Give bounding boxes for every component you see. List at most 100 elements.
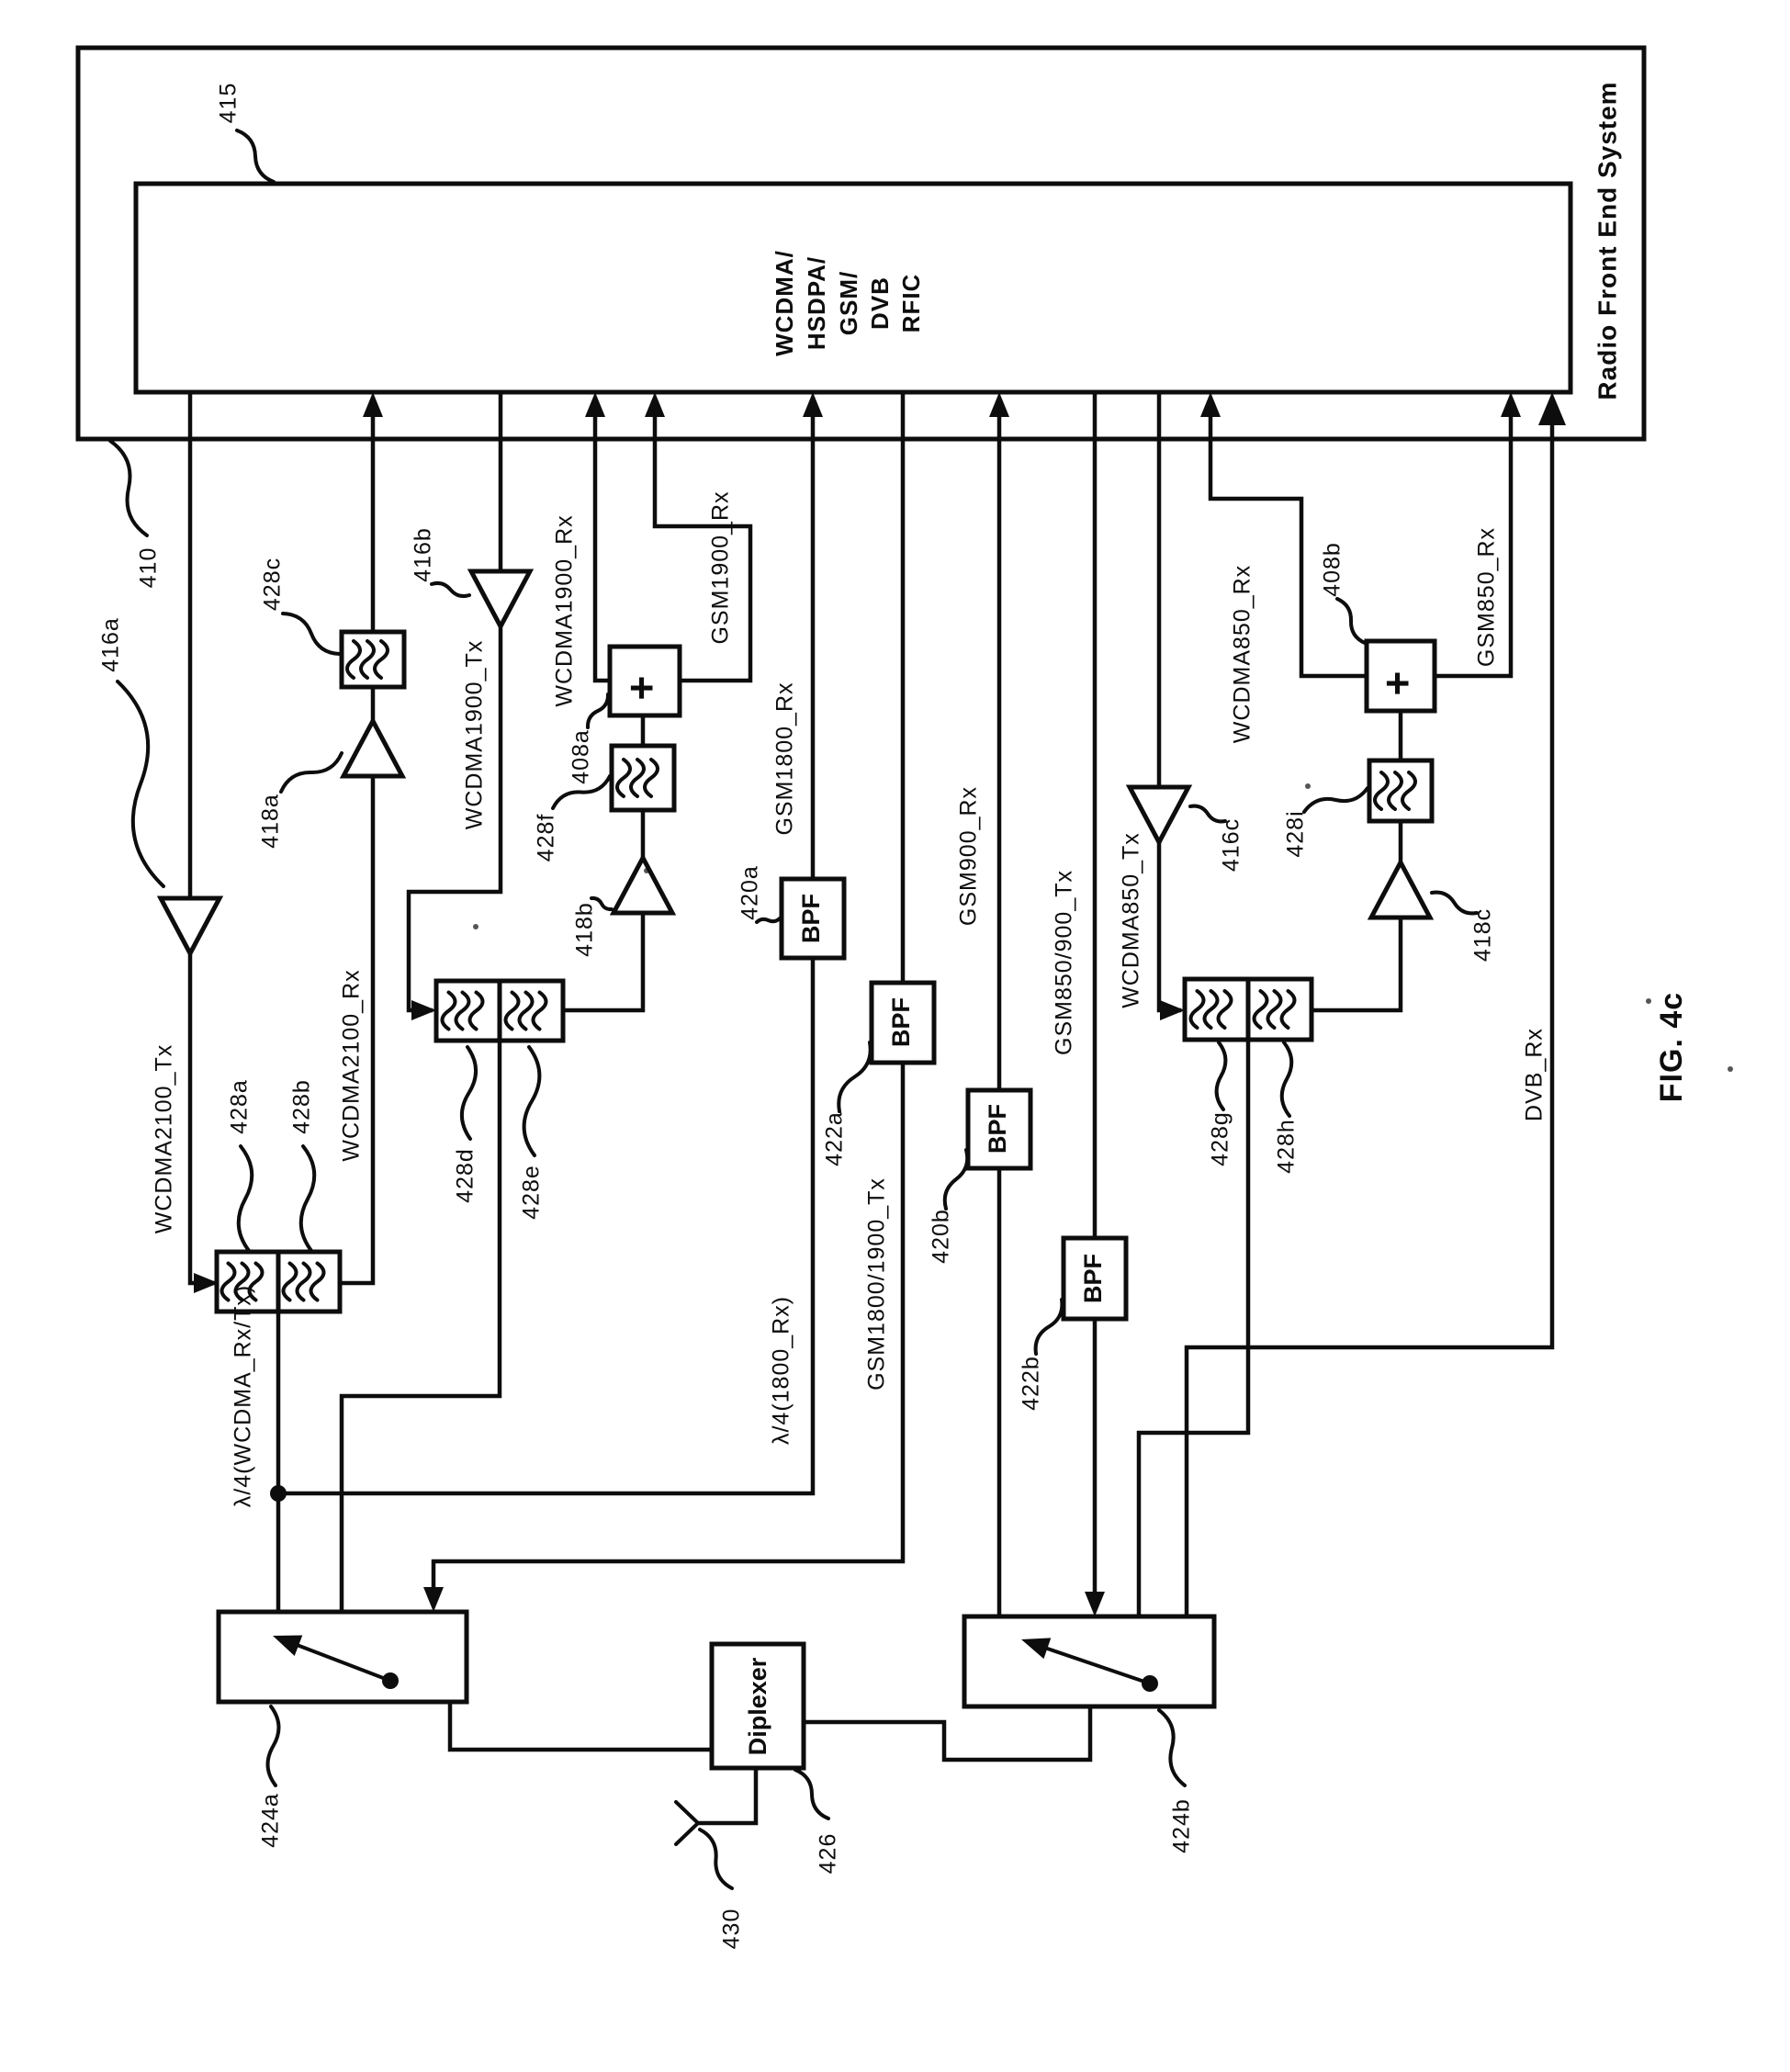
ref-420a: 420a bbox=[737, 865, 763, 920]
ref-424a: 424a bbox=[258, 1793, 284, 1848]
into-428d-arrow-icon bbox=[411, 1000, 436, 1020]
wire-quarter-wave-1800 bbox=[276, 955, 816, 1496]
saw-wave-icon bbox=[454, 990, 471, 1031]
leader-428e bbox=[522, 1045, 542, 1157]
amp-418b bbox=[609, 852, 677, 916]
leader-416c bbox=[1188, 804, 1227, 824]
dvb-rx-arrow-icon bbox=[1538, 392, 1566, 425]
leader-428b bbox=[298, 1144, 317, 1254]
ref-418a: 418a bbox=[258, 794, 284, 849]
saw-wave-icon bbox=[1188, 989, 1206, 1030]
wire-424a-to-diplexer bbox=[447, 1699, 715, 1752]
ref-418b: 418b bbox=[572, 902, 598, 957]
diplexer-label: Diplexer bbox=[744, 1657, 771, 1755]
amp-418c bbox=[1367, 857, 1435, 920]
combiner-408b-plus: + bbox=[1373, 671, 1421, 696]
saw-wave-icon bbox=[220, 1261, 237, 1302]
leader-418a bbox=[279, 751, 343, 794]
leader-408a bbox=[585, 693, 611, 729]
leader-418b bbox=[590, 895, 614, 912]
leader-428f bbox=[551, 774, 612, 810]
into-428a-arrow-icon bbox=[194, 1273, 219, 1293]
leader-418c bbox=[1430, 890, 1479, 916]
filter-428d bbox=[433, 978, 502, 1043]
antenna-icon bbox=[674, 1800, 700, 1846]
leader-428g bbox=[1214, 1041, 1228, 1111]
rfic-label-line2: HSDPA/ bbox=[803, 256, 830, 350]
combiner-408a bbox=[607, 644, 682, 718]
wire-rx1900-chain-low bbox=[560, 910, 646, 1013]
ref-420b: 420b bbox=[929, 1209, 954, 1264]
amp-418a bbox=[339, 715, 407, 779]
system-label: Radio Front End System bbox=[1593, 81, 1621, 400]
signal-dvb-rx: DVB_Rx bbox=[1522, 1028, 1548, 1121]
ref-428h: 428h bbox=[1274, 1119, 1300, 1174]
scan-speck bbox=[1646, 998, 1651, 1004]
saw-wave-icon bbox=[643, 758, 659, 798]
ref-416c: 416c bbox=[1219, 818, 1244, 872]
signal-gsm850-900-tx: GSM850/900_Tx bbox=[1052, 870, 1077, 1055]
leader-428c bbox=[281, 612, 342, 656]
wire-wcdma850-rx-out bbox=[1208, 411, 1369, 679]
ref-428f: 428f bbox=[534, 814, 559, 862]
combiner-408a-plus: + bbox=[617, 676, 665, 701]
leader-428a bbox=[236, 1144, 254, 1254]
wire-rx850-chain-low bbox=[1309, 915, 1403, 1013]
leader-420a bbox=[755, 917, 782, 924]
signal-wcdma1900-tx: WCDMA1900_Tx bbox=[462, 640, 488, 830]
wire-dvb-rx bbox=[1184, 420, 1555, 1619]
ref-428a: 428a bbox=[227, 1079, 253, 1134]
leader-428h bbox=[1279, 1041, 1294, 1118]
ref-428e: 428e bbox=[519, 1165, 545, 1220]
leader-428i bbox=[1302, 786, 1369, 814]
saw-wave-icon bbox=[517, 990, 535, 1031]
gsm900-rx-arrow-icon bbox=[989, 392, 1009, 417]
switch-424b-pole bbox=[1027, 1640, 1152, 1685]
switch-424a bbox=[216, 1609, 469, 1705]
scan-speck bbox=[1305, 783, 1311, 789]
ref-410: 410 bbox=[136, 547, 162, 589]
into-424a-arrow-icon bbox=[423, 1587, 444, 1612]
gsm1800-rx-arrow-icon bbox=[803, 392, 823, 417]
saw-wave-icon bbox=[281, 1261, 298, 1302]
signal-quarter-wave-wcdma: λ/4(WCDMA_Rx/Tx) bbox=[231, 1285, 256, 1507]
signal-quarter-wave-1800: λ/4(1800_Rx) bbox=[769, 1296, 794, 1445]
leader-430 bbox=[698, 1828, 734, 1890]
wire-diplexer-to-424b bbox=[801, 1704, 1093, 1762]
scan-speck bbox=[1728, 1066, 1733, 1072]
saw-wave-icon bbox=[295, 1261, 312, 1302]
signal-wcdma2100-tx: WCDMA2100_Tx bbox=[152, 1044, 177, 1234]
wcdma2100-rx-arrow-icon bbox=[363, 392, 383, 417]
leader-422a bbox=[837, 1041, 872, 1113]
leader-415 bbox=[235, 129, 276, 184]
leader-428d bbox=[459, 1045, 478, 1141]
wire-wcdma1900-common bbox=[339, 1038, 502, 1615]
bpf-420b-label: BPF bbox=[984, 1104, 1011, 1154]
rfic-box bbox=[133, 181, 1573, 395]
ref-418c: 418c bbox=[1470, 908, 1496, 962]
ref-408b: 408b bbox=[1320, 542, 1345, 597]
signal-wcdma1900-rx: WCDMA1900_Rx bbox=[552, 514, 578, 706]
bpf-420a-label: BPF bbox=[797, 894, 825, 943]
bpf-422b-label: BPF bbox=[1079, 1254, 1107, 1303]
wcdma1900-rx-arrow-icon bbox=[585, 392, 605, 417]
leader-410 bbox=[108, 439, 149, 537]
wcdma850-rx-arrow-icon bbox=[1200, 392, 1221, 417]
saw-wave-icon bbox=[1373, 771, 1390, 811]
signal-wcdma850-rx: WCDMA850_Rx bbox=[1230, 565, 1255, 743]
signal-gsm850-rx: GSM850_Rx bbox=[1474, 527, 1500, 667]
leader-416a bbox=[116, 680, 165, 888]
bpf-422a bbox=[869, 980, 937, 1065]
into-424b-arrow-icon bbox=[1085, 1592, 1105, 1616]
leader-416b bbox=[430, 580, 471, 599]
leader-408b bbox=[1335, 597, 1367, 645]
wire-wcdma2100-rx-lower bbox=[337, 773, 376, 1286]
saw-wave-icon bbox=[440, 990, 457, 1031]
ref-428i: 428i bbox=[1283, 810, 1309, 857]
bpf-422a-label: BPF bbox=[887, 997, 915, 1047]
ref-428d: 428d bbox=[453, 1148, 478, 1203]
amp-416b bbox=[467, 569, 535, 632]
leader-426 bbox=[794, 1768, 830, 1820]
